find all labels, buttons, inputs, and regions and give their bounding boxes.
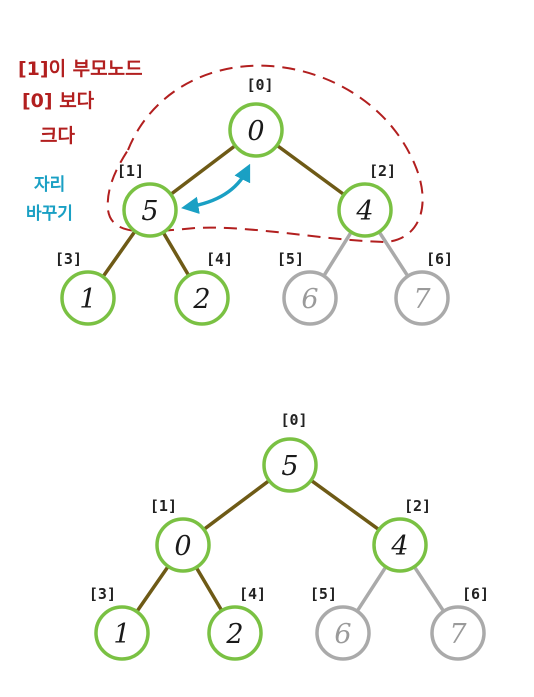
node-value: 6	[334, 619, 351, 650]
node-circle	[174, 270, 230, 326]
heap-node: 6 [5]	[277, 250, 338, 326]
tree-edge	[202, 478, 271, 532]
annotation-parent-line3: 크다	[40, 125, 75, 147]
node-value: 4	[390, 531, 408, 562]
tree-edge	[101, 229, 137, 279]
node-index-label: [5]	[277, 250, 304, 268]
tree-edge	[377, 230, 410, 278]
node-circle	[262, 437, 318, 493]
node-index-label: [4]	[239, 585, 266, 603]
node-index-label: [6]	[462, 585, 489, 603]
tree-edge	[309, 478, 381, 532]
node-circle	[337, 182, 393, 238]
node-circle	[94, 605, 150, 661]
node-circle	[282, 270, 338, 326]
node-value: 2	[225, 619, 243, 650]
tree-before-swap: 0 [0] 5 [1] 4 [2] 1 [3] 2 [4] 6 [5] 7 [6]	[55, 76, 453, 326]
node-index-label: [1]	[150, 497, 177, 515]
node-circle	[207, 605, 263, 661]
node-value: 2	[192, 284, 210, 315]
heap-node: 4 [2]	[337, 162, 396, 238]
node-circle	[155, 517, 211, 573]
heap-node: 1 [3]	[89, 585, 150, 661]
node-value: 4	[355, 196, 373, 227]
node-index-label: [0]	[280, 411, 307, 429]
heap-node: 2 [4]	[207, 585, 266, 661]
tree-edge	[135, 564, 170, 614]
node-value: 1	[79, 284, 96, 315]
tree-edge	[275, 143, 346, 197]
tree-after-swap: 5 [0] 0 [1] 4 [2] 1 [3] 2 [4] 6 [5] 7 [6]	[89, 411, 489, 661]
node-value: 7	[449, 619, 467, 650]
node-index-label: [3]	[55, 250, 82, 268]
node-index-label: [1]	[117, 162, 144, 180]
node-index-label: [6]	[426, 250, 453, 268]
tree-edge	[169, 143, 237, 197]
node-value: 6	[301, 284, 318, 315]
annotation-parent-line1: [1]이 부모노드	[18, 58, 143, 80]
node-index-label: [0]	[246, 76, 273, 94]
heap-node: 0 [0]	[228, 76, 284, 158]
heap-node: 5 [1]	[117, 162, 178, 238]
swap-arrow	[181, 163, 251, 214]
node-value: 5	[281, 451, 298, 482]
node-circle	[60, 270, 116, 326]
tree-edge	[161, 230, 191, 278]
highlight-dashed-outline	[106, 64, 424, 244]
node-circle	[228, 102, 284, 158]
tree-edge	[355, 565, 388, 613]
node-circle	[122, 182, 178, 238]
heap-node: 4 [2]	[372, 497, 431, 573]
node-circle	[394, 270, 450, 326]
node-value: 0	[247, 116, 264, 147]
node-value: 0	[174, 531, 191, 562]
annotation-swap-line1: 자리	[34, 175, 65, 195]
annotation-swap-line2: 바꾸기	[26, 204, 73, 224]
heap-node: 5 [0]	[262, 411, 318, 493]
node-circle	[430, 605, 486, 661]
annotation-parent-line2: [0] 보다	[22, 90, 95, 112]
tree-edge	[194, 565, 224, 613]
heap-node: 1 [3]	[55, 250, 116, 326]
node-index-label: [5]	[310, 585, 337, 603]
heap-node: 7 [6]	[430, 585, 489, 661]
heap-node: 6 [5]	[310, 585, 371, 661]
tree-edge	[322, 230, 353, 278]
heap-node: 2 [4]	[174, 250, 233, 326]
node-circle	[315, 605, 371, 661]
tree-edge	[412, 564, 446, 614]
heap-node: 7 [6]	[394, 250, 453, 326]
node-circle	[372, 517, 428, 573]
node-value: 5	[141, 196, 158, 227]
node-index-label: [2]	[369, 162, 396, 180]
node-index-label: [4]	[206, 250, 233, 268]
node-value: 1	[113, 619, 130, 650]
node-index-label: [3]	[89, 585, 116, 603]
node-index-label: [2]	[404, 497, 431, 515]
heap-node: 0 [1]	[150, 497, 211, 573]
node-value: 7	[413, 284, 431, 315]
